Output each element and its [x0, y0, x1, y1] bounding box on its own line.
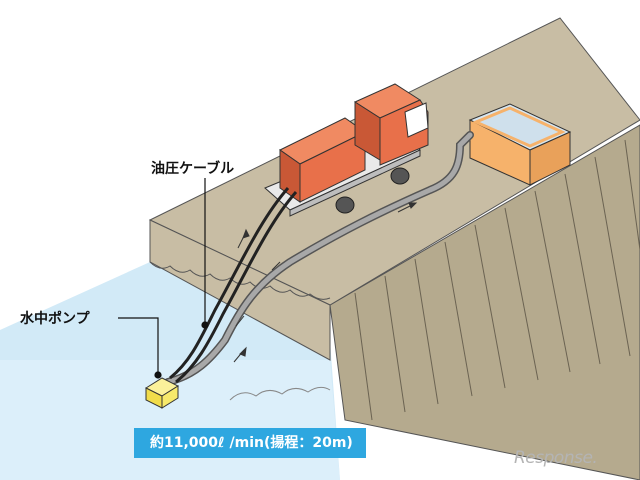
- flow-banner-bg: [134, 428, 366, 458]
- embankment-grooves: [354, 139, 640, 421]
- submersible-pump: [144, 377, 180, 409]
- embankment-wall: [329, 124, 640, 480]
- water-tank: [468, 103, 572, 186]
- submersible-pump-label: 水中ポンプ: [20, 311, 90, 327]
- hydraulic-cable-1: [169, 187, 290, 380]
- hydraulic-cable-label: 油圧ケーブル: [151, 161, 235, 177]
- flow-arrows: [233, 202, 418, 363]
- water-waves-lower: [229, 386, 331, 401]
- hydraulic-cable-2: [175, 191, 298, 384]
- flow-rate-banner: 約11,000ℓ /min(揚程：20m): [150, 435, 353, 451]
- response-watermark: Response.: [514, 448, 598, 468]
- callout-leaders: [118, 178, 209, 379]
- truck: [264, 83, 429, 217]
